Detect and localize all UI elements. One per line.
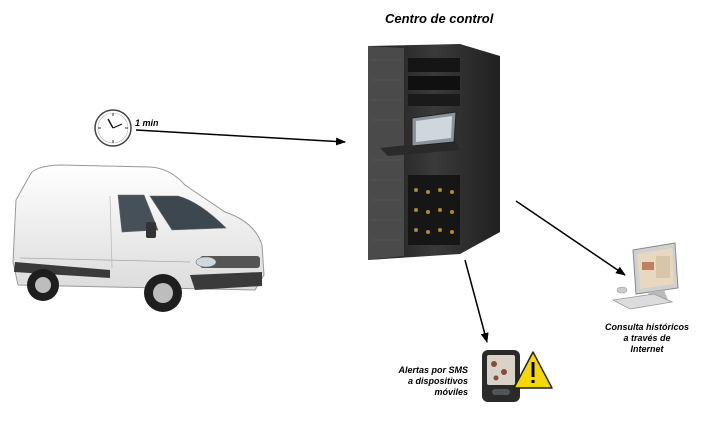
web-history-label: Consulta históricos a través de Internet [601, 322, 693, 355]
control-center-title: Centro de control [385, 11, 494, 26]
arrow-clock-to-server [135, 129, 346, 146]
web-history-line-1: Consulta históricos [604, 322, 689, 332]
server-rack-icon [368, 44, 500, 260]
van-icon [12, 164, 265, 312]
clock-icon [94, 109, 132, 147]
web-history-line-3: Internet [630, 344, 664, 354]
smartphone-icon [482, 350, 520, 402]
sms-alerts-line-1: Alertas por SMS [398, 365, 468, 375]
desktop-computer-icon [611, 242, 679, 310]
interval-label: 1 min [135, 118, 159, 128]
web-history-line-2: a través de [623, 333, 671, 343]
sms-alerts-label: Alertas por SMS a dispositivos móviles [382, 365, 468, 398]
arrow-server-to-computer [515, 200, 626, 276]
warning-icon [513, 351, 553, 389]
sms-alerts-line-3: móviles [434, 387, 468, 397]
sms-alerts-line-2: a dispositivos [407, 376, 468, 386]
arrow-server-to-mobile [464, 259, 489, 343]
